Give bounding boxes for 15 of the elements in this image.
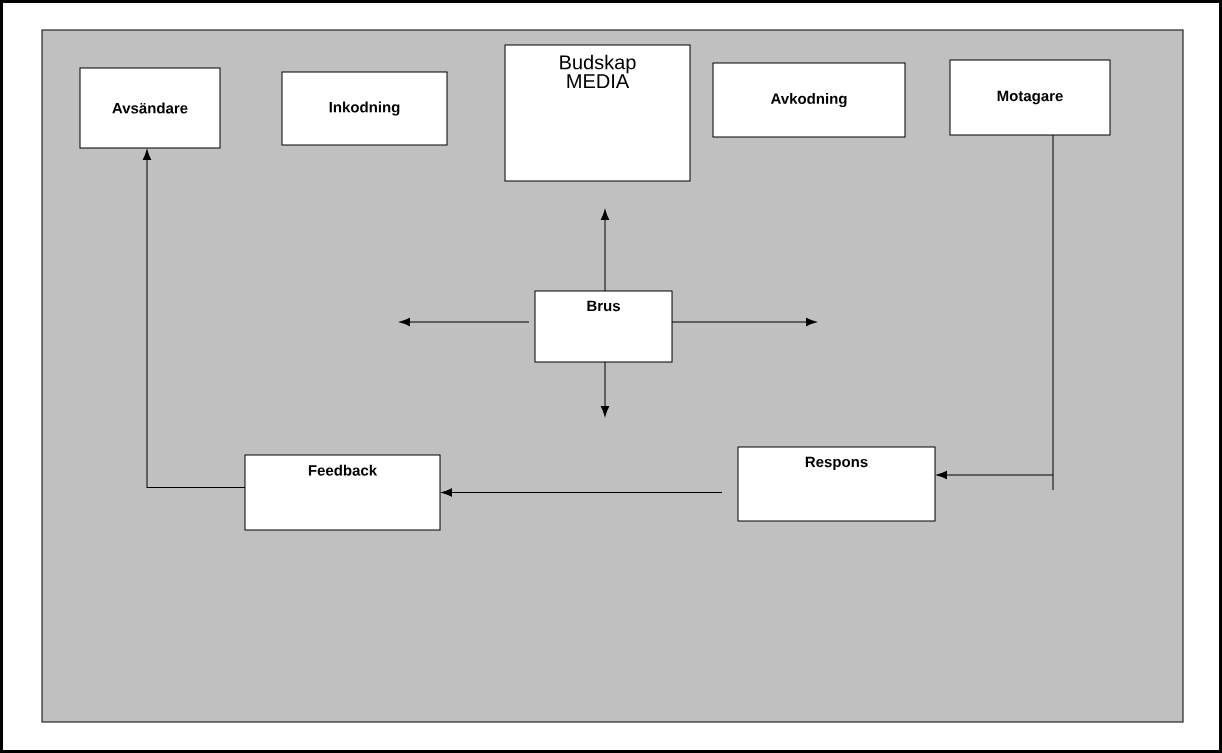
- box: Feedback: [244, 454, 441, 531]
- arrow: [142, 149, 246, 488]
- arrow: [600, 209, 610, 292]
- box: Avsändare: [79, 67, 221, 149]
- box: Respons: [737, 446, 936, 522]
- box: Motagare: [949, 59, 1111, 136]
- arrow: [936, 134, 1054, 491]
- arrow: [671, 317, 817, 327]
- arrow: [600, 361, 610, 417]
- box: Brus: [534, 290, 673, 363]
- box: Budskap MEDIA: [504, 44, 691, 182]
- box: Avkodning: [712, 62, 906, 138]
- box: Inkodning: [281, 71, 448, 146]
- arrow: [399, 317, 530, 327]
- arrow: [441, 488, 723, 497]
